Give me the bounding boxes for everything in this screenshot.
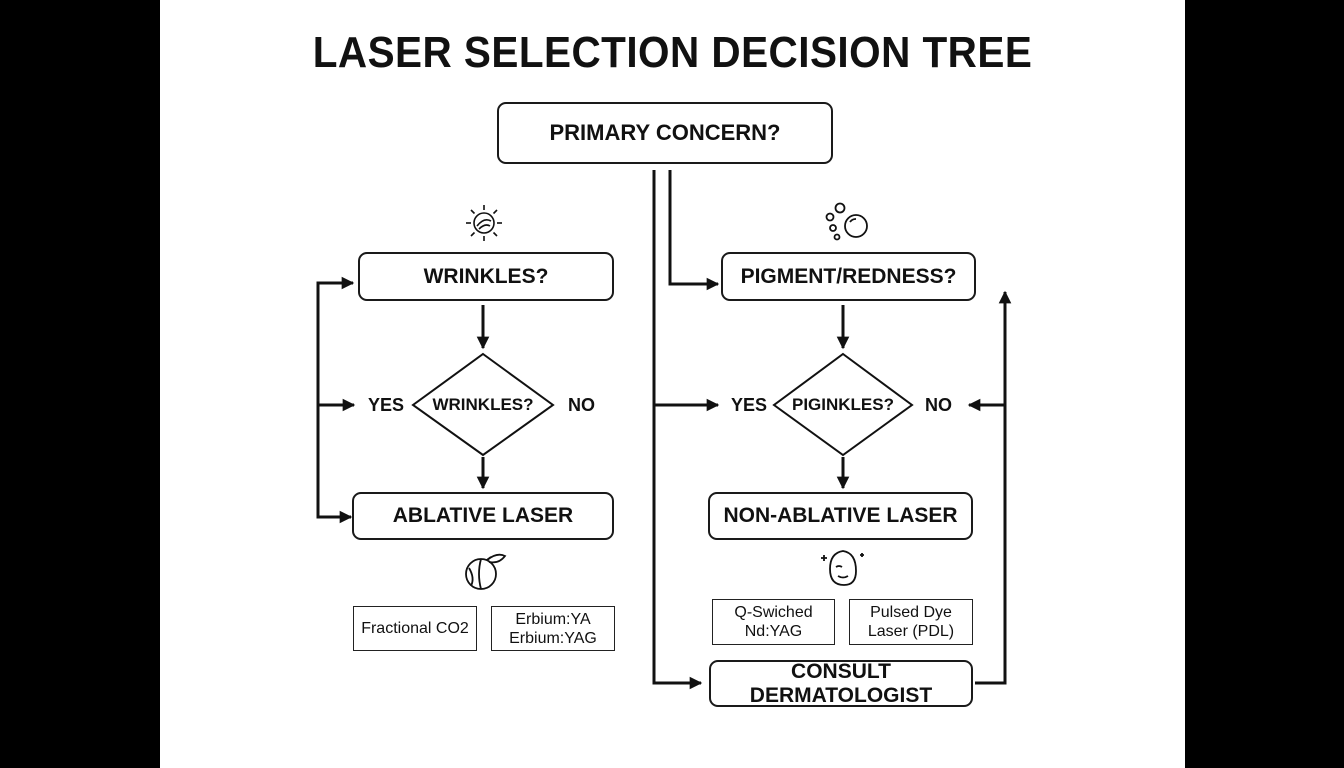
right-no-label: NO [925, 395, 952, 415]
left-yes-label: YES [368, 395, 405, 415]
connector-lines [316, 170, 1012, 690]
sun-face-icon [466, 205, 502, 241]
diamond-wrinkles-label: WRINKLES? [432, 395, 534, 414]
option-qswitched-ndyag: Q-Swiched Nd:YAG [712, 599, 835, 645]
node-ablative-laser-label: ABLATIVE LASER [392, 504, 574, 527]
node-wrinkles-question: WRINKLES? [358, 252, 614, 301]
connector-consult-return [975, 290, 1012, 685]
option-pdl-line1: Pulsed Dye [870, 604, 952, 621]
node-wrinkles-question-label: WRINKLES? [423, 264, 549, 288]
node-primary-concern: PRIMARY CONCERN? [497, 102, 833, 164]
right-yes-label: YES [731, 395, 768, 415]
option-pdl-line2: Laser (PDL) [867, 623, 955, 640]
option-erbium-yag: Erbium:YA Erbium:YAG [491, 606, 615, 651]
node-primary-concern-label: PRIMARY CONCERN? [549, 120, 781, 145]
decision-diamond-pigment [772, 352, 914, 457]
peach-icon [465, 553, 507, 590]
node-non-ablative-laser: NON-ABLATIVE LASER [708, 492, 973, 540]
option-erbium-yag-line2: Erbium:YAG [509, 629, 597, 647]
option-erbium-yag-line1: Erbium:YA [515, 610, 591, 628]
decision-diamond-wrinkles [411, 352, 555, 457]
connector-root-trunk [652, 170, 703, 690]
option-pulsed-dye-laser: Pulsed Dye Laser (PDL) [849, 599, 973, 645]
connector-left-loop [316, 281, 350, 519]
node-ablative-laser: ABLATIVE LASER [352, 492, 614, 540]
node-pigment-question: PIGMENT/REDNESS? [721, 252, 976, 301]
diamond-pigment-label: PIGINKLES? [791, 395, 894, 414]
option-qswitched-line2: Nd:YAG [744, 623, 803, 640]
node-non-ablative-laser-label: NON-ABLATIVE LASER [723, 504, 958, 527]
left-no-label: NO [568, 395, 595, 415]
connector-root-to-pigment [668, 170, 720, 291]
node-consult-dermatologist-label: CONSULT DERMATOLOGIST [749, 659, 933, 707]
option-fractional-co2: Fractional CO2 [353, 606, 477, 651]
option-fractional-co2-label: Fractional CO2 [361, 620, 469, 637]
bubbles-icon [825, 202, 868, 241]
diagram-title: LASER SELECTION DECISION TREE [312, 28, 1033, 77]
option-qswitched-line1: Q-Swiched [734, 604, 813, 621]
diagram-canvas: LASER SELECTION DECISION TREE [160, 0, 1185, 768]
node-consult-dermatologist: CONSULT DERMATOLOGIST [709, 660, 973, 707]
node-pigment-question-label: PIGMENT/REDNESS? [740, 264, 957, 288]
face-sparkle-icon [821, 550, 864, 586]
